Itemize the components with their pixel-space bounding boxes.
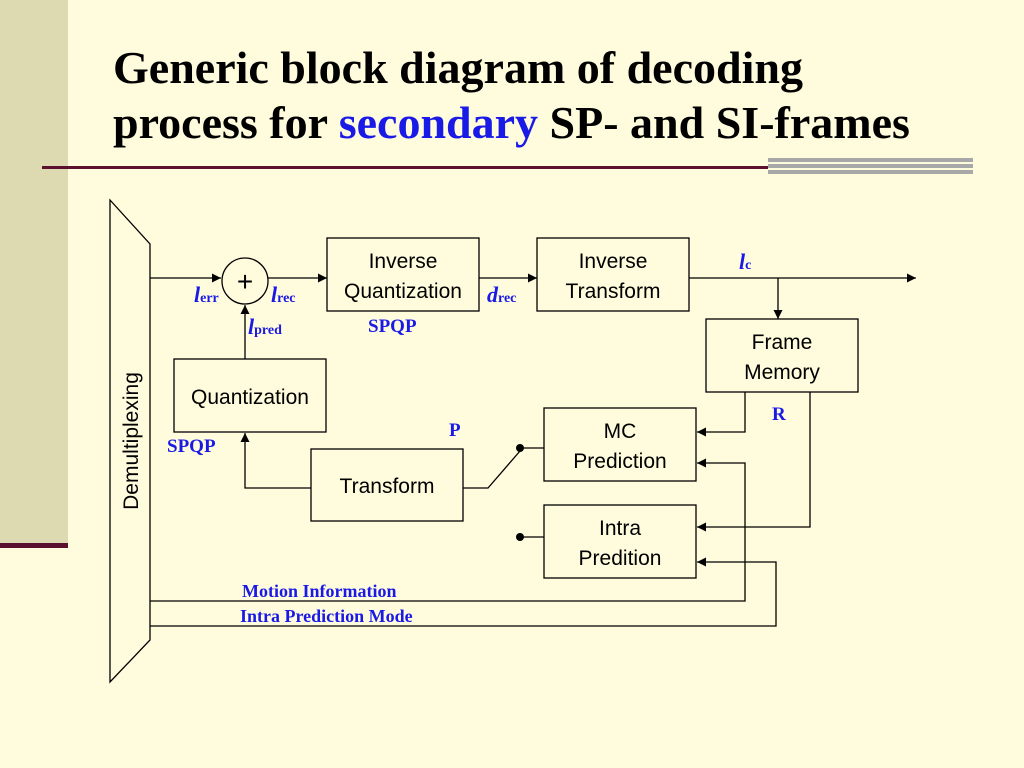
title-highlight: secondary	[338, 97, 539, 148]
inverse-quantization-line-1: Inverse	[369, 250, 438, 273]
title-accent-bars	[768, 158, 973, 176]
motion-information-path	[150, 458, 746, 602]
mc-prediction-line-1: MC	[604, 420, 637, 443]
inverse-transform-block	[536, 237, 690, 312]
label-l-c: lc	[739, 249, 751, 274]
intra-prediction-line-2: Predition	[579, 547, 662, 570]
prediction-switch	[463, 450, 521, 489]
accent-bar	[768, 170, 973, 174]
label-p: P	[449, 420, 461, 441]
quantization-block	[173, 358, 327, 433]
frame-memory-block	[705, 318, 859, 393]
label-intra-prediction-mode: Intra Prediction Mode	[240, 606, 413, 626]
title-line-2-suffix: SP- and SI-frames	[538, 97, 910, 148]
accent-bar	[768, 158, 973, 162]
sidebar-rule	[0, 543, 68, 548]
title-line-2-prefix: process for	[113, 97, 339, 148]
label-spqp-top: SPQP	[368, 316, 417, 337]
arrow-transform-to-quantization	[240, 433, 311, 489]
quantization-label: Quantization	[191, 386, 309, 409]
arrow-frame-memory-to-intra-prediction	[697, 392, 811, 532]
adder-circle	[221, 257, 269, 305]
intra-prediction-mode-path	[150, 557, 777, 627]
transform-label: Transform	[340, 475, 435, 498]
label-l-err: lerr	[194, 282, 219, 307]
title-line-2: process for secondary SP- and SI-frames	[113, 95, 993, 150]
accent-bar	[768, 164, 973, 168]
inverse-transform-line-1: Inverse	[579, 250, 648, 273]
adder-symbol: +	[237, 266, 253, 297]
switch-node-mc	[516, 444, 524, 452]
label-motion-information: Motion Information	[242, 581, 397, 601]
transform-block	[310, 448, 464, 522]
title-rule	[42, 166, 768, 169]
demux-block	[109, 198, 151, 684]
title-line-1: Generic block diagram of decoding	[113, 42, 803, 93]
arrow-frame-memory-to-mc-prediction	[697, 392, 746, 437]
inverse-transform-line-2: Transform	[566, 280, 661, 303]
label-spqp-left: SPQP	[167, 436, 216, 457]
label-l-pred: lpred	[248, 314, 282, 339]
label-r: R	[772, 404, 786, 425]
frame-memory-line-2: Memory	[744, 361, 820, 384]
intra-prediction-line-1: Intra	[599, 517, 641, 540]
slide-title: Generic block diagram of decoding proces…	[113, 40, 993, 150]
sidebar-decoration	[0, 0, 68, 548]
mc-prediction-line-2: Prediction	[573, 450, 666, 473]
intra-prediction-block	[543, 504, 697, 579]
frame-memory-line-1: Frame	[752, 331, 813, 354]
inverse-quantization-block	[326, 237, 480, 312]
mc-prediction-block	[543, 407, 697, 482]
inverse-quantization-line-2: Quantization	[344, 280, 462, 303]
label-l-rec: lrec	[271, 282, 296, 307]
switch-node-intra	[516, 533, 524, 541]
demux-label: Demultiplexing	[120, 372, 143, 510]
label-d-rec: drec	[487, 282, 516, 307]
